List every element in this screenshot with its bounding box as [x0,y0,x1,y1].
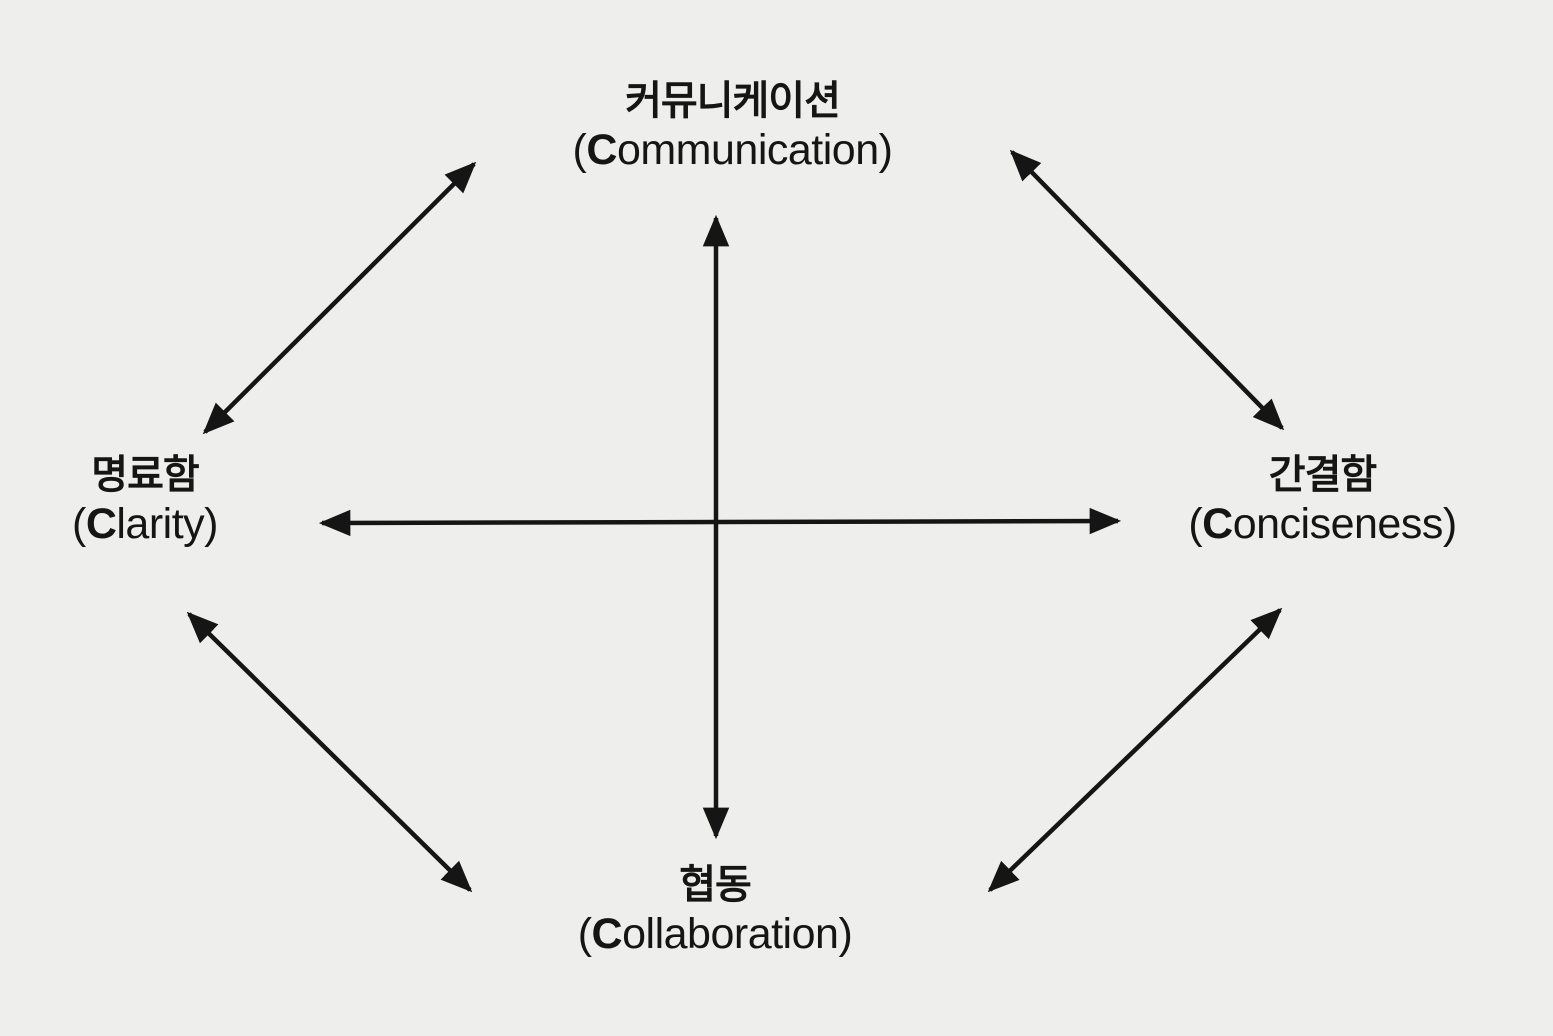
node-clarity: 명료함 (Clarity) [40,452,250,550]
arrow-clarity-conciseness [318,507,1122,537]
node-conciseness-english: (Conciseness) [1188,500,1457,549]
node-communication-english: (Communication) [572,126,893,175]
arrow-communication-conciseness [1009,149,1285,431]
node-collaboration-english: (Collaboration) [577,910,853,959]
node-collaboration-korean: 협동 [679,862,752,908]
node-collaboration: 협동 (Collaboration) [545,862,885,960]
node-communication-korean: 커뮤니케이션 [625,78,841,124]
arrow-conciseness-collaboration [987,607,1283,893]
node-communication: 커뮤니케이션 (Communication) [540,78,925,176]
node-conciseness-korean: 간결함 [1268,452,1377,498]
node-conciseness: 간결함 (Conciseness) [1150,452,1495,550]
arrow-clarity-collaboration [186,611,473,893]
node-clarity-korean: 명료함 [91,452,199,498]
node-clarity-english: (Clarity) [71,500,219,549]
arrow-communication-clarity [202,161,477,435]
